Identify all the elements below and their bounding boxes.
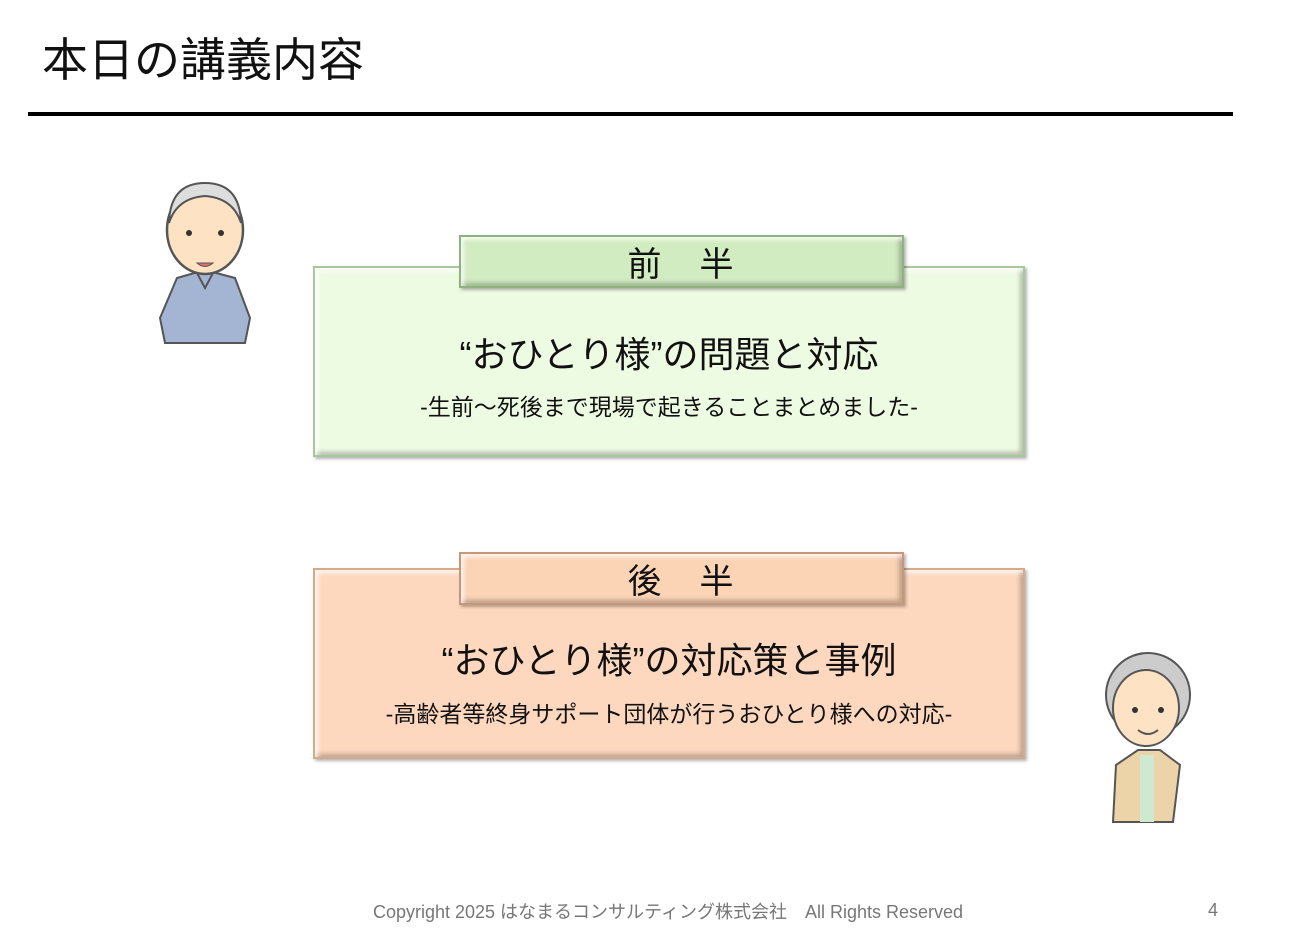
page-number: 4 — [1208, 900, 1219, 920]
first-half-tab: 前 半 — [459, 235, 904, 288]
copyright-footer: Copyright 2025 はなまるコンサルティング株式会社 All Righ… — [372, 902, 964, 922]
elderly-man-illustration — [158, 181, 252, 344]
second-half-tab: 後 半 — [459, 552, 904, 605]
second-half-heading: “おひとり様”の対応策と事例 — [441, 640, 897, 681]
first-half-subheading: -生前～死後まで現場で起きることまとめました- — [420, 394, 918, 420]
first-half-label: 前 半 — [627, 246, 736, 284]
elderly-woman-illustration — [1105, 652, 1191, 823]
page-title: 本日の講義内容 — [42, 34, 364, 86]
title-divider — [28, 112, 1233, 116]
first-half-heading: “おひとり様”の問題と対応 — [459, 334, 879, 375]
second-half-subheading: -高齢者等終身サポート団体が行うおひとり様への対応- — [385, 701, 953, 727]
second-half-label: 後 半 — [627, 563, 736, 601]
first-half-box: “おひとり様”の問題と対応 -生前～死後まで現場で起きることまとめました- — [313, 266, 1025, 457]
